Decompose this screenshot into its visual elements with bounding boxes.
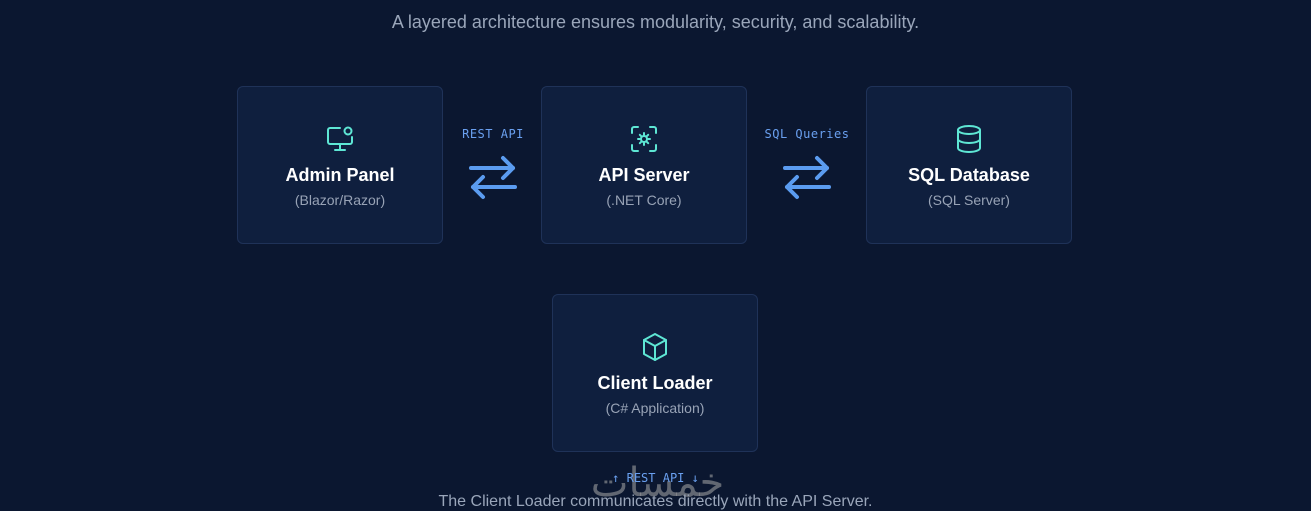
node-title: Admin Panel [285, 165, 395, 185]
node-title: Client Loader [597, 373, 713, 393]
node-title: SQL Database [908, 165, 1030, 185]
node-subtitle: (C# Application) [605, 400, 705, 416]
footer-note: The Client Loader communicates directly … [438, 493, 873, 510]
node-title: API Server [598, 165, 690, 185]
client-loader-node: Client Loader (C# Application) [552, 294, 758, 452]
bidirectional-arrow-icon [783, 156, 831, 199]
sql-queries-connector: SQL Queries [757, 127, 857, 205]
node-subtitle: (.NET Core) [606, 192, 682, 208]
diagram-subtitle: A layered architecture ensures modularit… [391, 12, 920, 32]
node-subtitle: (Blazor/Razor) [294, 192, 386, 208]
server-gear-icon [542, 123, 746, 155]
connector-label: REST API [462, 127, 524, 141]
watermark-logo: خمسات [590, 460, 725, 506]
api-server-node: API Server (.NET Core) [541, 86, 747, 244]
connector-label: SQL Queries [764, 127, 850, 141]
node-subtitle: (SQL Server) [928, 192, 1010, 208]
cube-icon [553, 331, 757, 363]
rest-api-connector: REST API [443, 127, 543, 205]
database-icon [867, 123, 1071, 155]
admin-panel-node: Admin Panel (Blazor/Razor) [237, 86, 443, 244]
monitor-icon [238, 123, 442, 155]
sql-database-node: SQL Database (SQL Server) [866, 86, 1072, 244]
client-connector-label: ↑ REST API ↓ [612, 471, 699, 485]
bidirectional-arrow-icon [469, 156, 517, 199]
